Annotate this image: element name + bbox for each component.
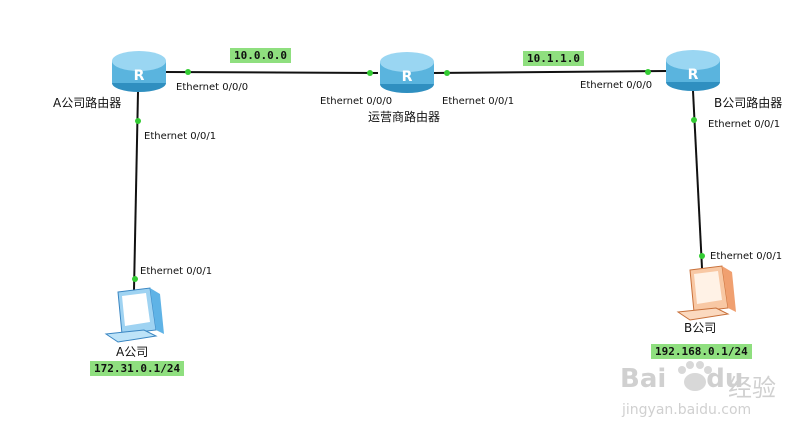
port-label: Ethernet 0/0/1 [710,251,783,262]
port-dot [444,70,450,76]
port-dot [699,253,705,259]
watermark-brand-cn: 经验 [728,374,776,402]
pc-a-ip-label: 172.31.0.1/24 [90,361,185,376]
port-dot [135,118,141,124]
pc-b-icon[interactable] [676,265,736,321]
watermark-brand-part2: du [706,364,744,394]
router-a-name: A公司路由器 [53,96,122,110]
port-dot [185,69,191,75]
svg-text:R: R [134,68,145,84]
net-label-a-isp: 10.0.0.0 [230,48,291,63]
router-a-icon[interactable]: R [112,51,166,92]
port-label: Ethernet 0/0/1 [140,266,213,277]
port-label: Ethernet 0/0/0 [580,80,653,91]
port-label: Ethernet 0/0/0 [176,82,249,93]
link-isp-b [431,70,669,74]
port-label: Ethernet 0/0/0 [320,96,393,107]
router-b-name: B公司路由器 [714,96,783,110]
pc-a-name: A公司 [116,345,149,359]
pc-b-ip-label: 192.168.0.1/24 [651,344,752,359]
baidu-paw-icon [678,361,712,391]
port-label: Ethernet 0/0/1 [708,119,781,130]
port-label: Ethernet 0/0/1 [144,131,217,142]
watermark-url: jingyan.baidu.com [622,402,752,418]
port-dot [367,70,373,76]
link-a-pc [133,91,139,291]
watermark-brand-part1: Bai [620,364,667,394]
watermark-brand: Bai du [620,364,743,394]
port-dot [132,276,138,282]
port-label: Ethernet 0/0/1 [442,96,515,107]
router-isp-name: 运营商路由器 [368,110,441,124]
port-dot [691,117,697,123]
svg-text:R: R [688,67,699,83]
router-b-icon[interactable]: R [666,50,720,91]
pc-b-name: B公司 [684,321,717,335]
link-a-isp [164,71,379,74]
port-dot [645,69,651,75]
net-label-isp-b: 10.1.1.0 [523,51,584,66]
svg-text:R: R [402,69,413,85]
router-isp-icon[interactable]: R [380,52,434,93]
pc-a-icon[interactable] [104,287,164,343]
